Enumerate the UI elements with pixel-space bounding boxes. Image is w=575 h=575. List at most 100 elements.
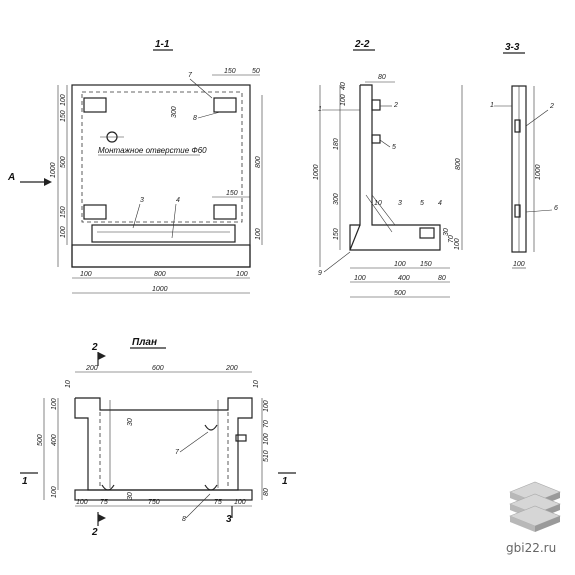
plan-mark-1-left: 1 (22, 476, 28, 487)
sec3-leader-2 (525, 109, 549, 127)
dim-left-150a: 150 (60, 110, 67, 122)
sec3-embed-bottom (514, 204, 521, 218)
console-beam (91, 224, 236, 243)
sec2-dim-b150: 150 (420, 261, 432, 268)
leader-3 (132, 203, 141, 229)
sec2-dim-30: 30 (443, 228, 450, 236)
sec2-callout-5b: 5 (420, 200, 424, 207)
plan-mark-2-top: 2 (91, 342, 98, 353)
dim-bottom-100b: 100 (236, 271, 248, 278)
sec3-embed-top (514, 119, 521, 133)
dim-right-100: 100 (255, 228, 262, 240)
sec2-dim-800: 800 (455, 158, 462, 170)
sec3-dim-1000: 1000 (535, 164, 542, 180)
dim-inner-300: 300 (171, 106, 178, 118)
plan-dim-b750: 750 (148, 499, 160, 506)
plan-dim-600: 600 (152, 365, 164, 372)
plan-dim-left-500: 500 (37, 434, 44, 446)
plan-dim-b75b: 75 (214, 499, 222, 506)
sec2-leader-5a (379, 139, 391, 148)
plan-dim-b100a: 100 (76, 499, 88, 506)
haunch-diag-3 (365, 194, 393, 233)
plan-dim-b100b: 100 (234, 499, 246, 506)
embed-2c (419, 227, 435, 239)
hole-note: Монтажное отверстие Ф60 (98, 146, 207, 155)
sec3-callout-2: 2 (549, 103, 554, 110)
plan-dim-right-80: 80 (263, 488, 270, 496)
callout-4: 4 (176, 197, 180, 204)
haunch-diag-2 (371, 194, 396, 226)
bottom-band (71, 244, 251, 268)
embed-bottom-left (83, 204, 107, 220)
plan-dim-right-10: 10 (253, 380, 260, 388)
panel-inner-dashed (81, 91, 243, 223)
plan-outline (74, 397, 253, 491)
plan-bottom-band (74, 489, 253, 501)
sec2-callout-4: 4 (438, 200, 442, 207)
sec3-leader-6 (525, 209, 553, 213)
sec2-dim-150: 150 (333, 228, 340, 240)
callout-8: 8 (193, 115, 197, 122)
sec2-callout-5a: 5 (392, 144, 396, 151)
plan-dim-inner-30a: 30 (127, 418, 134, 426)
dim-bottom-800: 800 (154, 271, 166, 278)
plan-dim-left-10: 10 (65, 380, 72, 388)
leader-7 (189, 78, 213, 99)
sec2-dim-80: 80 (378, 74, 386, 81)
plan-dim-200a: 200 (85, 365, 98, 372)
dim-150-right: 150 (226, 190, 238, 197)
dim-150-top: 150 (224, 68, 236, 75)
sec2-dim-100r: 100 (454, 238, 461, 250)
sec3-callout-6: 6 (554, 205, 558, 212)
sec2-dim-180: 180 (333, 138, 340, 150)
view-title-plan: План (132, 337, 157, 348)
wall-profile (349, 84, 441, 251)
sec2-dim-40: 40 (340, 82, 347, 90)
sec2-dim-b80: 80 (438, 275, 446, 282)
embed-2a (371, 99, 381, 111)
sec2-dim-100: 100 (340, 94, 347, 106)
callout-3: 3 (140, 197, 144, 204)
sec3-callout-1: 1 (490, 102, 494, 109)
plan-dim-200b: 200 (225, 365, 238, 372)
view-title-1-1: 1-1 (155, 39, 170, 50)
plan-mark-2-bottom-arrow (98, 514, 106, 522)
arrow-label-a: А (7, 172, 15, 183)
plan-dim-b75a: 75 (100, 499, 108, 506)
sec2-dim-b500: 500 (394, 290, 406, 297)
plan-embed-right (204, 484, 218, 491)
section-3-3: 3-3 1 2 6 1000 100 (490, 42, 558, 269)
plan-dim-right-100b: 100 (263, 433, 270, 445)
sec2-dim-300: 300 (333, 193, 340, 205)
plan-embed-left (101, 484, 115, 491)
plan-dim-left-400: 400 (51, 434, 58, 446)
sec2-callout-9: 9 (318, 270, 322, 277)
watermark-logo (509, 481, 561, 532)
embed-top-left (83, 97, 107, 113)
plan-embed-top-right (204, 424, 218, 431)
callout-7: 7 (188, 72, 193, 79)
plan-dim-left-100a: 100 (51, 398, 58, 410)
embed-bottom-right (213, 204, 237, 220)
dim-50-top: 50 (252, 68, 260, 75)
view-title-2-2: 2-2 (354, 39, 370, 50)
watermark-text[interactable]: gbi22.ru (506, 541, 557, 555)
plan-dim-inner-30b: 30 (127, 492, 134, 500)
dim-right-800: 800 (255, 156, 262, 168)
plan-mark-1-right: 1 (282, 476, 288, 487)
leader-8 (197, 111, 221, 119)
plan-dim-right-70: 70 (263, 420, 270, 428)
embed-top-right (213, 97, 237, 113)
plan-callout-7: 7 (175, 449, 180, 456)
plan-dim-left-100b: 100 (51, 486, 58, 498)
arrow-a-head (44, 178, 52, 186)
plan-dim-right-100a: 100 (263, 400, 270, 412)
sec2-callout-2: 2 (393, 102, 398, 109)
view-title-3-3: 3-3 (505, 42, 520, 53)
dim-left-500: 500 (60, 156, 67, 168)
sec2-callout-3: 3 (398, 200, 402, 207)
embed-2b (371, 134, 381, 144)
sec2-dim-1000: 1000 (313, 164, 320, 180)
sec2-dim-70: 70 (448, 235, 455, 243)
